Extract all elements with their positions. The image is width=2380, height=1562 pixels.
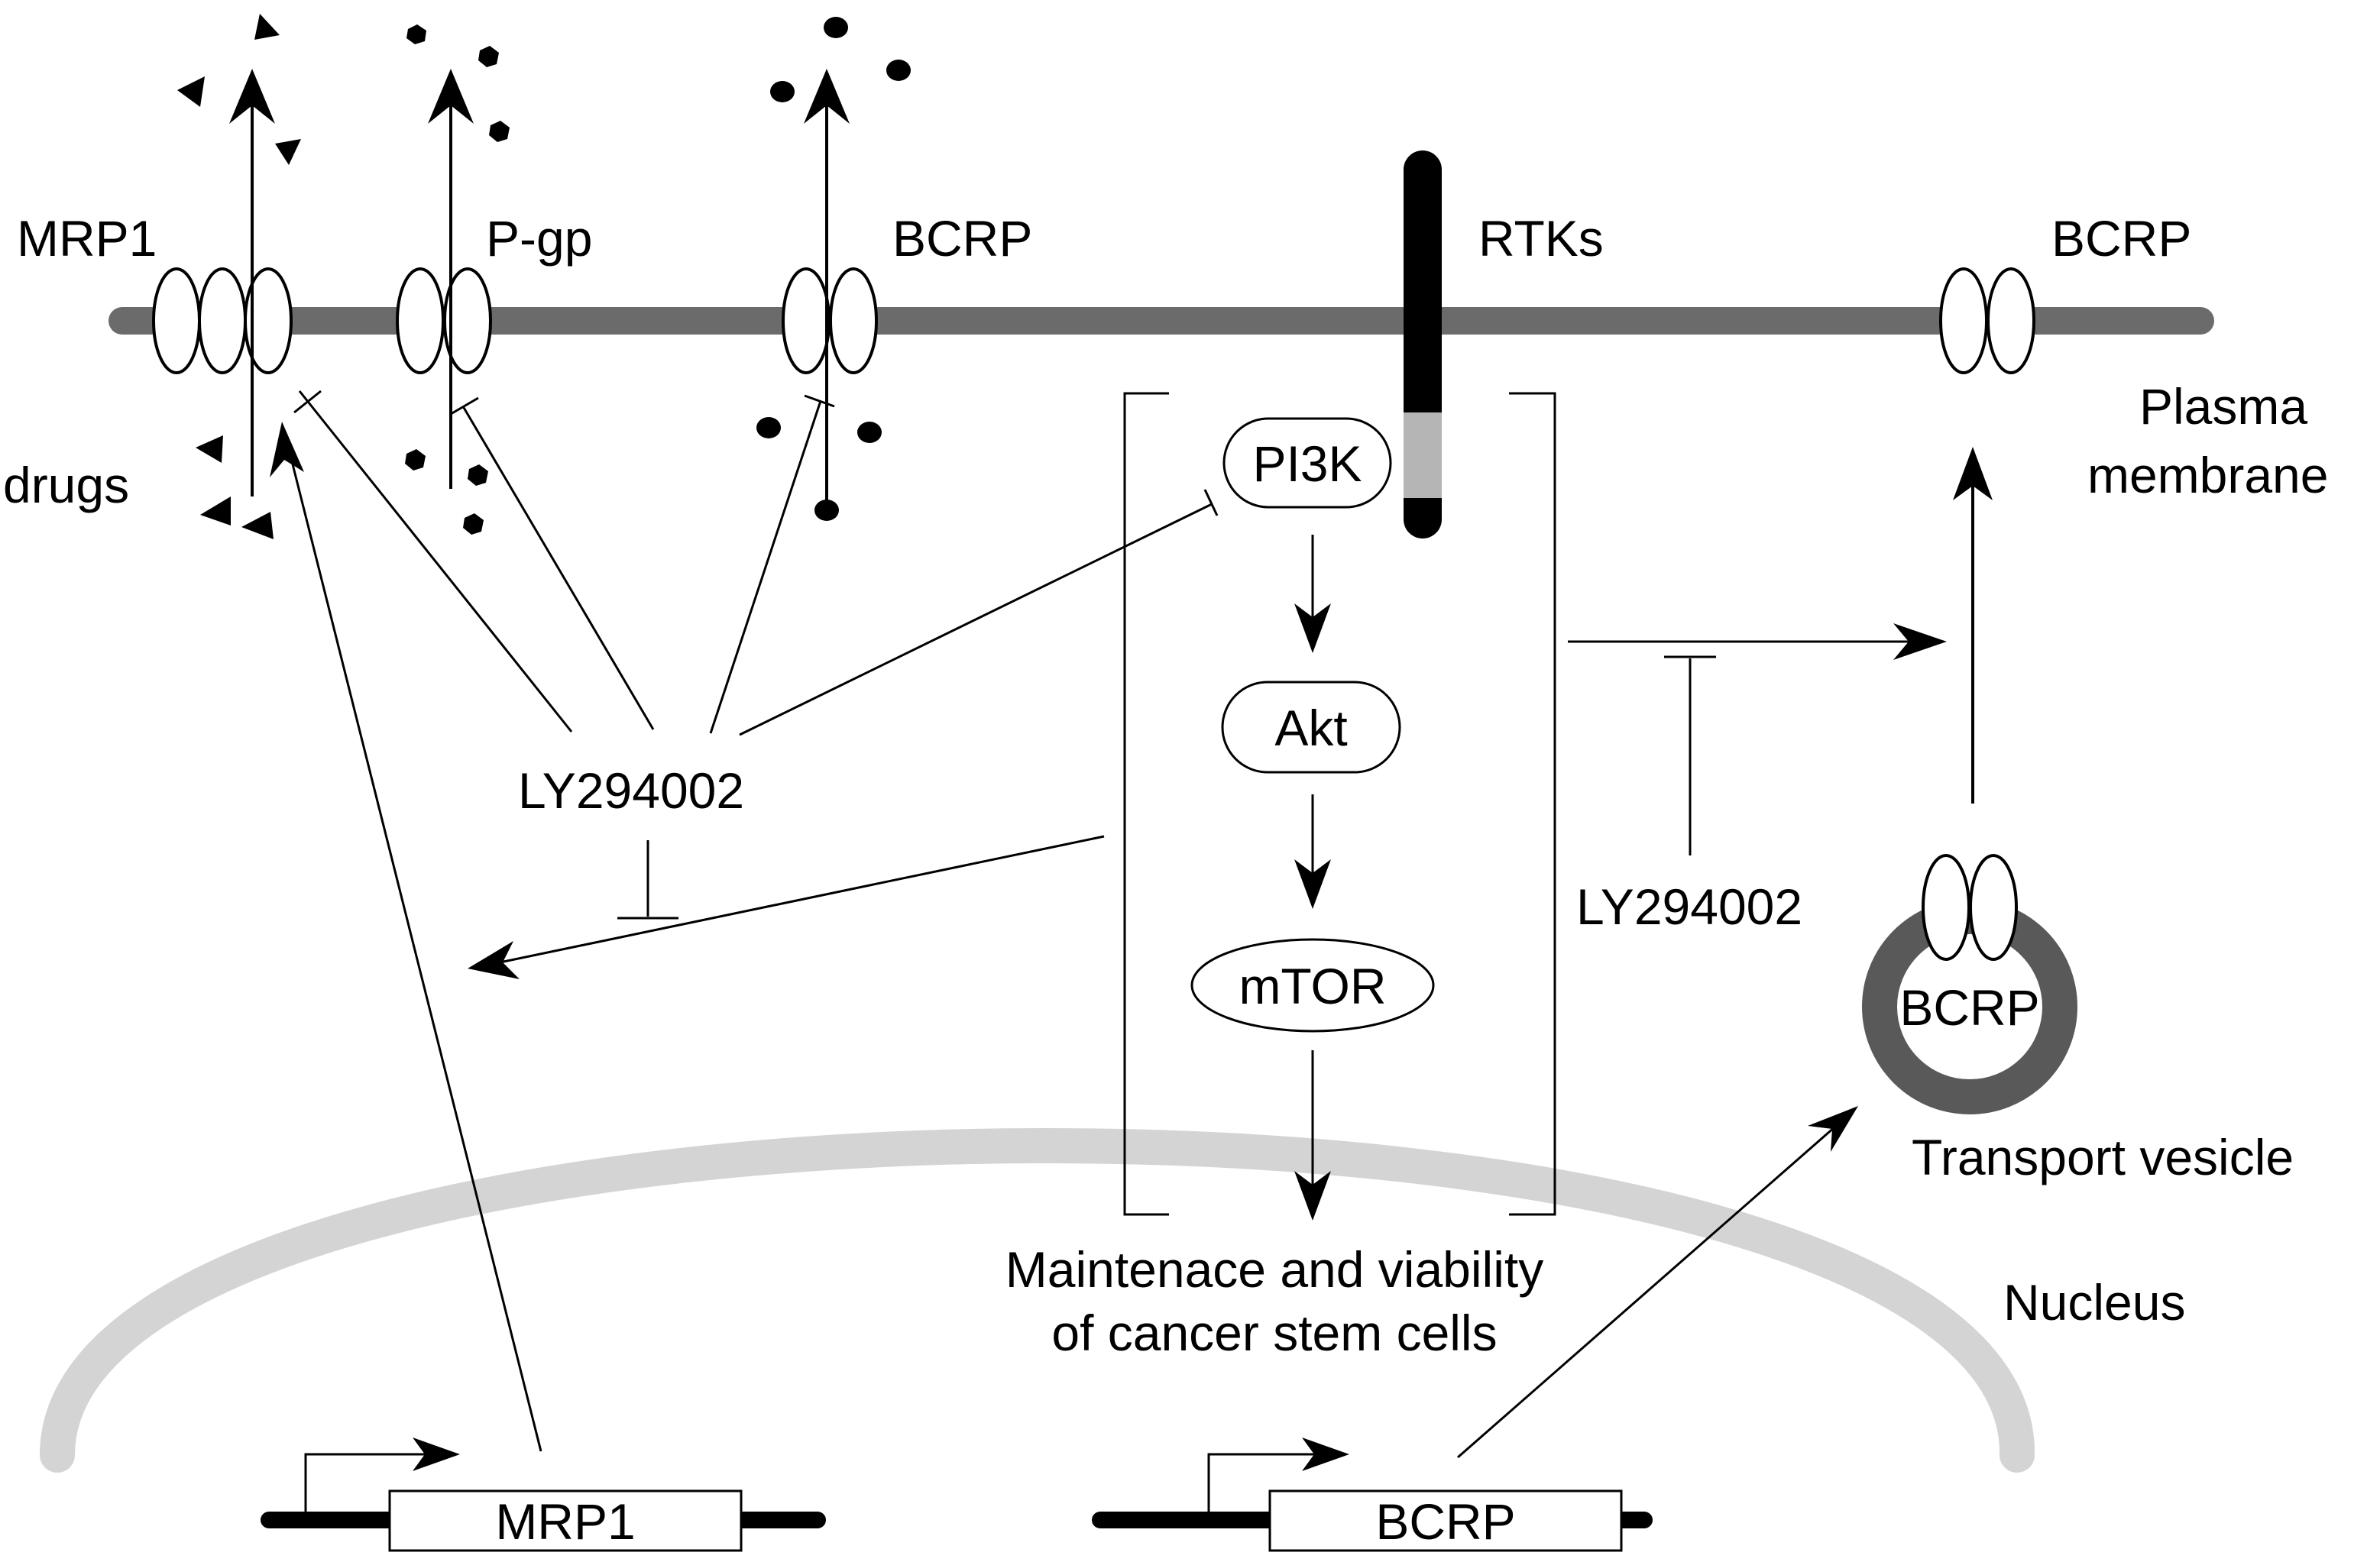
bcrp-gene: BCRP <box>1092 1437 1653 1552</box>
pathway-to-mrp1-arrow <box>468 835 1105 979</box>
ly294002-inhibition-lines <box>293 390 1219 920</box>
plasma-membrane-label-1: Plasma <box>2139 378 2307 435</box>
transport-vesicle-label: Transport vesicle <box>1912 1129 2294 1185</box>
trafficking-arrow <box>1568 623 1947 855</box>
ly294002-left-label: LY294002 <box>518 762 744 819</box>
vesicle-bcrp-label: BCRP <box>1899 979 2039 1036</box>
bcrp-right-label: BCRP <box>2051 210 2191 267</box>
bcrp-gene-label: BCRP <box>1375 1493 1515 1550</box>
bcrp-left-label: BCRP <box>892 210 1032 267</box>
bcrp-transporter-left <box>782 267 878 374</box>
maintenance-label-2: of cancer stem cells <box>1051 1305 1497 1361</box>
bcrp-transporter-right <box>1939 267 2035 374</box>
nucleus-envelope <box>40 1128 2035 1473</box>
akt-label: Akt <box>1274 700 1347 756</box>
efflux-arrows <box>229 69 850 508</box>
vesicle-to-membrane-arrow <box>1953 447 1993 804</box>
drugs-label: drugs <box>3 457 129 513</box>
drug-hexagons <box>405 24 510 535</box>
ly294002-right-label: LY294002 <box>1576 878 1802 935</box>
rtk-receptor <box>1404 150 1442 538</box>
pi3k-label: PI3K <box>1252 435 1362 492</box>
maintenance-label-1: Maintenace and viability <box>1005 1241 1543 1298</box>
pi3k-node: PI3K <box>1222 417 1392 509</box>
mrp1-gene-label: MRP1 <box>495 1493 635 1550</box>
mrp1-gene: MRP1 <box>261 1437 826 1552</box>
pgp-transporter <box>396 267 492 374</box>
mrp1-transporter <box>152 267 293 374</box>
transport-vesicle: BCRP <box>1862 854 2077 1114</box>
akt-node: Akt <box>1221 681 1401 774</box>
nucleus-label: Nucleus <box>2003 1274 2185 1331</box>
mtor-label: mTOR <box>1239 958 1386 1014</box>
pgp-label: P-gp <box>486 210 592 267</box>
mtor-node: mTOR <box>1190 938 1435 1033</box>
drug-triangles <box>177 14 301 539</box>
drug-circles <box>756 17 911 521</box>
plasma-membrane-label-2: membrane <box>2087 447 2328 503</box>
bcrp-expression-arrow <box>1457 1106 1858 1459</box>
pathway-bracket <box>1123 392 1556 1216</box>
mrp1-expression-arrow <box>270 422 542 1452</box>
pathway-arrows <box>1294 535 1331 1221</box>
mrp1-label: MRP1 <box>17 210 157 267</box>
rtks-label: RTKs <box>1478 210 1604 267</box>
